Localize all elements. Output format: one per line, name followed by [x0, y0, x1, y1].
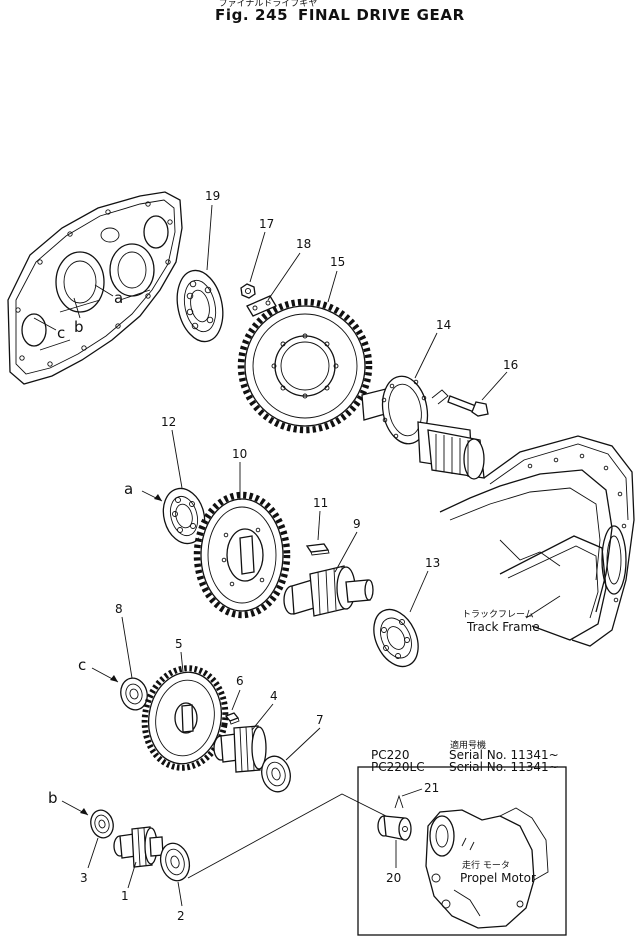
gear-10: [193, 491, 291, 619]
inset-box: [357, 766, 567, 936]
nut-17: [240, 283, 256, 299]
leader-11: [317, 510, 321, 541]
final-drive-housing: [7, 191, 183, 385]
bearing-8: [120, 677, 148, 711]
inset-connector: [187, 793, 399, 879]
letter-b-housing: b: [74, 318, 84, 336]
propel-motor-label-jp: 走行 モータ: [462, 859, 510, 871]
serial-pc220: Serial No. 11341~: [449, 748, 559, 762]
callout-18: 18: [296, 237, 311, 251]
track-frame-label: Track Frame: [466, 620, 540, 634]
callout-2: 2: [177, 909, 185, 923]
gear-5: [141, 665, 229, 771]
bearing-13: [373, 608, 419, 668]
key-11: [305, 543, 330, 556]
callout-14: 14: [436, 318, 451, 332]
figure-title: FINAL DRIVE GEAR: [298, 6, 465, 24]
pinion-shaft-9: [283, 565, 374, 617]
callout-9: 9: [353, 517, 361, 531]
callout-12: 12: [161, 415, 176, 429]
pinion-1: [113, 826, 164, 868]
bolt-16: [431, 389, 489, 417]
leader-5: [180, 651, 184, 673]
callout-4: 4: [270, 689, 278, 703]
callout-13: 13: [425, 556, 440, 570]
gear-15: [237, 298, 373, 434]
callout-15: 15: [330, 255, 345, 269]
leader-1: [127, 861, 137, 889]
leader-a-housing: [94, 284, 114, 297]
pinion-4: [213, 725, 267, 773]
leader-17: [249, 231, 266, 283]
letter-c-housing: c: [57, 324, 65, 342]
callout-20: 20: [386, 871, 401, 885]
leader-7: [285, 727, 321, 761]
leader-16: [481, 371, 508, 401]
figure-number: Fig. 245: [215, 6, 288, 24]
leader-13: [409, 570, 429, 613]
callout-3: 3: [80, 871, 88, 885]
leader-12: [171, 429, 183, 489]
letter-c-arrow: c: [78, 656, 86, 674]
callout-11: 11: [313, 496, 328, 510]
leader-4: [251, 703, 274, 731]
lock-plate-18: [246, 295, 277, 317]
arrow-b-head: [80, 808, 88, 815]
bearing-3: [90, 809, 114, 839]
model-pc220: PC220: [371, 748, 410, 762]
leader-21: [401, 788, 423, 797]
leader-c-housing: [33, 317, 57, 331]
leader-track-frame: [525, 595, 561, 619]
callout-19: 19: [205, 189, 220, 203]
letter-a-arrow: a: [124, 480, 133, 498]
callout-6: 6: [236, 674, 244, 688]
part-21: [394, 794, 404, 809]
callout-1: 1: [121, 889, 129, 903]
callout-5: 5: [175, 637, 183, 651]
callout-7: 7: [316, 713, 324, 727]
callout-10: 10: [232, 447, 247, 461]
callout-16: 16: [503, 358, 518, 372]
propel-motor: [425, 807, 549, 929]
track-frame-label-jp: トラックフレーム: [462, 609, 534, 620]
applicability-heading: 適用号機: [450, 739, 486, 751]
arrow-a-head: [154, 494, 162, 501]
key-6: [224, 712, 240, 725]
bearing-2: [159, 842, 191, 882]
leader-b-housing: [73, 297, 81, 319]
callout-21: 21: [424, 781, 439, 795]
leader-9: [334, 531, 358, 573]
leader-2: [177, 881, 183, 907]
track-frame: [439, 435, 635, 647]
leader-18: [267, 252, 301, 301]
letter-b-arrow: b: [48, 789, 58, 807]
bearing-12: [162, 487, 206, 545]
leader-15: [327, 270, 338, 303]
callout-8: 8: [115, 602, 123, 616]
letter-a-housing: a: [114, 289, 123, 307]
bearing-19: [176, 269, 224, 343]
arrow-c-head: [110, 675, 118, 682]
leader-3: [87, 837, 99, 869]
callout-17: 17: [259, 217, 274, 231]
propel-motor-label: Propel Motor: [460, 871, 536, 885]
sleeve-20: [377, 815, 412, 841]
leader-19: [206, 204, 213, 271]
leader-14: [414, 332, 438, 379]
bearing-7: [261, 755, 291, 793]
output-shaft-14: [361, 375, 485, 480]
japanese-title: ファイナルドライブギヤ: [219, 0, 318, 9]
leader-6: [231, 689, 241, 711]
leader-8: [121, 616, 133, 679]
